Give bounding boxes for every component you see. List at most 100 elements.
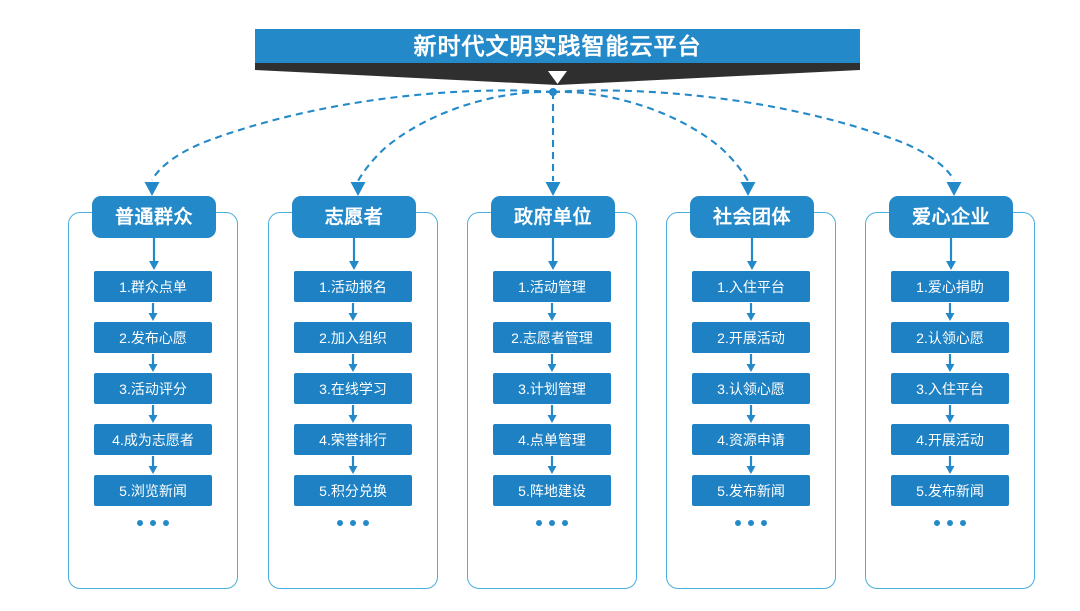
column-header-3[interactable]: 社会团体: [690, 196, 814, 238]
dot: [748, 520, 754, 526]
list-item[interactable]: 1.入住平台: [692, 271, 810, 302]
list-item[interactable]: 5.积分兑换: [294, 475, 412, 506]
column-header-label: 政府单位: [513, 206, 592, 228]
list-item[interactable]: 3.计划管理: [493, 373, 611, 404]
arrow-header-to-first-icon: [548, 236, 558, 270]
dot: [947, 520, 953, 526]
column-header-2[interactable]: 政府单位: [491, 196, 615, 238]
item-label: 4.点单管理: [518, 431, 586, 448]
list-item[interactable]: 3.认领心愿: [692, 373, 810, 404]
arrow-down-icon: [746, 354, 756, 372]
list-item[interactable]: 2.加入组织: [294, 322, 412, 353]
arrow-down-icon: [746, 303, 756, 321]
list-item[interactable]: 4.资源申请: [692, 424, 810, 455]
list-item[interactable]: 2.认领心愿: [891, 322, 1009, 353]
item-label: 3.在线学习: [319, 380, 387, 397]
banner-bar: 新时代文明实践智能云平台: [255, 29, 860, 63]
arrow-down-icon: [148, 456, 158, 474]
dot: [363, 520, 369, 526]
column-header-1[interactable]: 志愿者: [292, 196, 416, 238]
item-label: 1.活动报名: [319, 278, 387, 295]
dot: [735, 520, 741, 526]
arrow-header-to-first-icon: [349, 236, 359, 270]
column-items-4: 1.爱心捐助 2.认领心愿 3.入住平台 4.开展活动 5.发布新闻: [865, 238, 1035, 526]
item-label: 2.加入组织: [319, 329, 387, 346]
item-label: 2.发布心愿: [119, 329, 187, 346]
list-item[interactable]: 5.浏览新闻: [94, 475, 212, 506]
arrow-down-icon: [945, 456, 955, 474]
list-item[interactable]: 1.群众点单: [94, 271, 212, 302]
list-item[interactable]: 4.点单管理: [493, 424, 611, 455]
arrow-header-to-first-icon: [747, 236, 757, 270]
column-header-label: 社会团体: [712, 206, 791, 228]
more-indicator: [735, 520, 767, 526]
arrow-down-icon: [348, 303, 358, 321]
arrow-down-icon: [348, 354, 358, 372]
list-item[interactable]: 1.活动管理: [493, 271, 611, 302]
item-label: 3.认领心愿: [717, 380, 785, 397]
list-item[interactable]: 3.在线学习: [294, 373, 412, 404]
dot: [549, 520, 555, 526]
list-item[interactable]: 4.荣誉排行: [294, 424, 412, 455]
arrow-down-icon: [547, 354, 557, 372]
item-label: 1.活动管理: [518, 278, 586, 295]
list-item[interactable]: 5.发布新闻: [891, 475, 1009, 506]
list-item[interactable]: 4.成为志愿者: [94, 424, 212, 455]
item-label: 3.活动评分: [119, 380, 187, 397]
list-item[interactable]: 2.发布心愿: [94, 322, 212, 353]
arrow-down-icon: [348, 405, 358, 423]
list-item[interactable]: 5.发布新闻: [692, 475, 810, 506]
arrow-down-icon: [746, 405, 756, 423]
column-items-1: 1.活动报名 2.加入组织 3.在线学习 4.荣誉排行 5.积分兑换: [268, 238, 438, 526]
more-indicator: [337, 520, 369, 526]
more-indicator: [536, 520, 568, 526]
dot: [150, 520, 156, 526]
arrow-down-icon: [945, 303, 955, 321]
dot: [761, 520, 767, 526]
arrow-header-to-first-icon: [946, 236, 956, 270]
dot: [337, 520, 343, 526]
item-label: 4.资源申请: [717, 431, 785, 448]
item-label: 5.积分兑换: [319, 482, 387, 499]
item-label: 2.开展活动: [717, 329, 785, 346]
list-item[interactable]: 2.开展活动: [692, 322, 810, 353]
column-items-2: 1.活动管理 2.志愿者管理 3.计划管理 4.点单管理 5.阵地建设: [467, 238, 637, 526]
item-label: 4.成为志愿者: [112, 431, 194, 448]
arrow-down-icon: [348, 456, 358, 474]
arrow-down-icon: [148, 303, 158, 321]
item-label: 5.发布新闻: [717, 482, 785, 499]
item-label: 1.入住平台: [717, 278, 785, 295]
column-header-0[interactable]: 普通群众: [92, 196, 216, 238]
list-item[interactable]: 4.开展活动: [891, 424, 1009, 455]
more-indicator: [137, 520, 169, 526]
dot: [562, 520, 568, 526]
list-item[interactable]: 3.入住平台: [891, 373, 1009, 404]
list-item[interactable]: 3.活动评分: [94, 373, 212, 404]
arrow-header-to-first-icon: [149, 236, 159, 270]
column-header-label: 志愿者: [324, 206, 384, 228]
dot: [536, 520, 542, 526]
dot: [163, 520, 169, 526]
column-header-label: 爱心企业: [911, 206, 990, 228]
item-label: 5.阵地建设: [518, 482, 586, 499]
column-items-3: 1.入住平台 2.开展活动 3.认领心愿 4.资源申请 5.发布新闻: [666, 238, 836, 526]
item-label: 2.认领心愿: [916, 329, 984, 346]
arrow-down-icon: [547, 405, 557, 423]
item-label: 1.群众点单: [119, 278, 187, 295]
arrow-down-icon: [148, 354, 158, 372]
item-label: 4.开展活动: [916, 431, 984, 448]
page-title: 新时代文明实践智能云平台: [413, 32, 702, 59]
dot: [137, 520, 143, 526]
arrow-down-icon: [547, 303, 557, 321]
dot: [350, 520, 356, 526]
column-header-4[interactable]: 爱心企业: [889, 196, 1013, 238]
list-item[interactable]: 5.阵地建设: [493, 475, 611, 506]
item-label: 5.发布新闻: [916, 482, 984, 499]
list-item[interactable]: 1.爱心捐助: [891, 271, 1009, 302]
more-indicator: [934, 520, 966, 526]
list-item[interactable]: 2.志愿者管理: [493, 322, 611, 353]
list-item[interactable]: 1.活动报名: [294, 271, 412, 302]
item-label: 3.入住平台: [916, 380, 984, 397]
item-label: 1.爱心捐助: [916, 278, 984, 295]
